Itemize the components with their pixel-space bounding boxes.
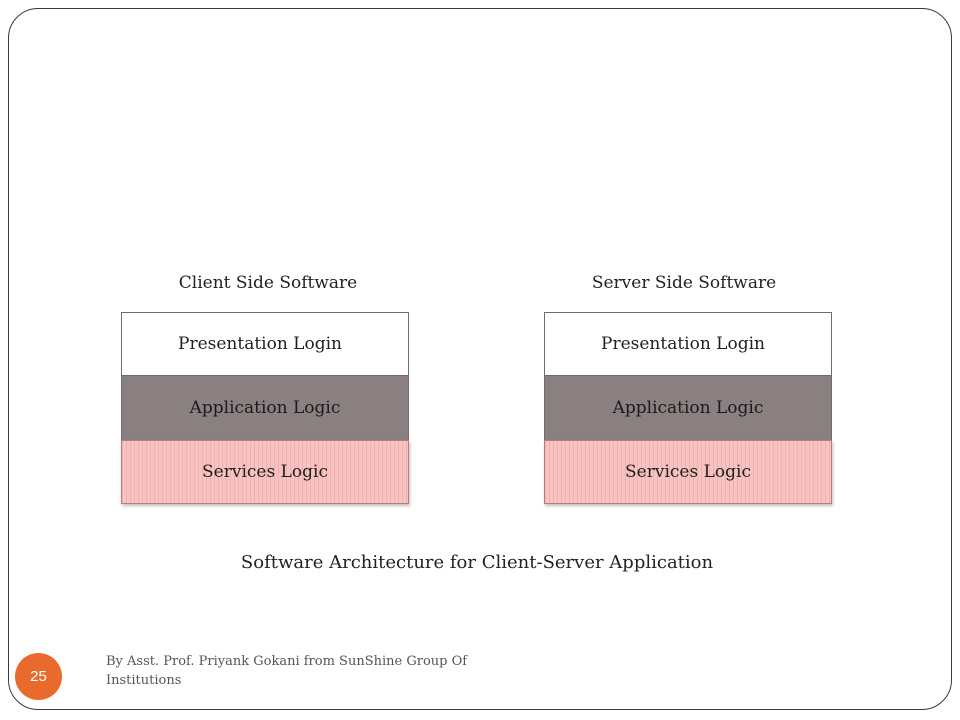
client-application-layer: Application Logic (121, 376, 409, 440)
client-side-title: Client Side Software (178, 273, 358, 293)
diagram-caption: Software Architecture for Client-Server … (240, 552, 714, 573)
client-layer-stack: Presentation Login Application Logic Ser… (121, 312, 409, 504)
slide-number-badge: 25 (15, 653, 62, 700)
server-side-title: Server Side Software (591, 273, 777, 293)
footer-credit: By Asst. Prof. Priyank Gokani from SunSh… (106, 654, 468, 688)
client-services-layer: Services Logic (121, 440, 409, 504)
client-presentation-layer: Presentation Login (121, 312, 409, 376)
server-application-layer: Application Logic (544, 376, 832, 440)
server-layer-stack: Presentation Login Application Logic Ser… (544, 312, 832, 504)
server-services-layer: Services Logic (544, 440, 832, 504)
server-presentation-layer: Presentation Login (544, 312, 832, 376)
